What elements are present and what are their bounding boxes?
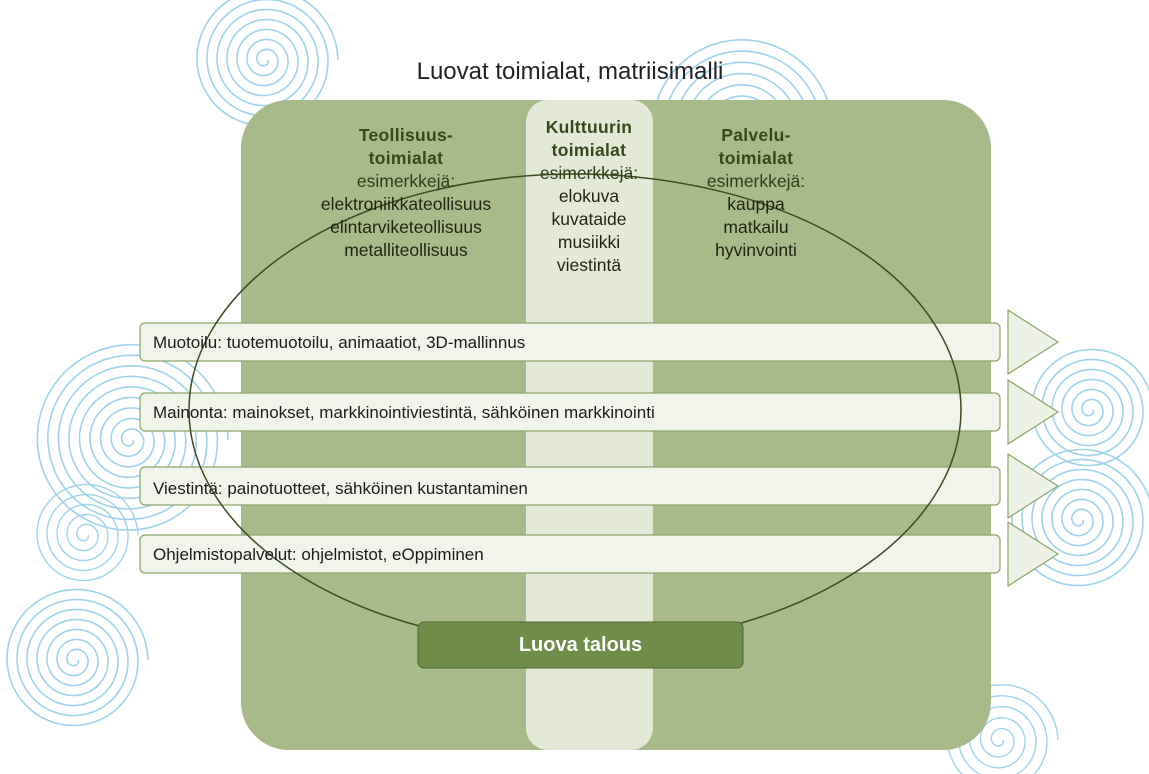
example-item: kauppa <box>727 194 785 214</box>
arrowhead <box>1007 378 1060 446</box>
column-subheading: esimerkkejä: <box>356 171 456 191</box>
column-heading: Kulttuurin <box>545 117 633 137</box>
bar-arrows <box>139 308 1060 588</box>
column-heading: toimialat <box>718 148 794 168</box>
arrowhead <box>1007 308 1060 376</box>
column-industry: Teollisuus- toimialat esimerkkejä: elekt… <box>276 124 536 262</box>
spiral-decoration <box>1011 448 1149 587</box>
column-heading: Teollisuus- <box>358 125 454 145</box>
arrowhead <box>1007 452 1060 520</box>
column-heading: toimialat <box>551 140 627 160</box>
creative-economy-label: Luova talous <box>518 634 643 656</box>
category-bar <box>139 466 1001 506</box>
example-item: metalliteollisuus <box>344 240 468 260</box>
diagram-title: Luovat toimialat, matriisimalli <box>416 58 724 85</box>
column-services: Palvelu- toimialat esimerkkejä: kauppa m… <box>676 124 836 262</box>
creative-economy-box <box>417 621 744 669</box>
spiral-decoration <box>36 483 139 582</box>
spiral-decoration <box>36 343 229 531</box>
example-item: elektroniikkateollisuus <box>320 194 492 214</box>
column-culture: Kulttuurin toimialat esimerkkejä: elokuv… <box>519 116 659 277</box>
spiral-decoration <box>6 588 149 727</box>
bar-label-communication: Viestintä: painotuotteet, sähköinen kust… <box>153 479 528 498</box>
category-bar <box>139 322 1001 362</box>
example-item: kuvataide <box>551 209 627 229</box>
arrowhead <box>1007 520 1060 588</box>
column-subheading: esimerkkejä: <box>706 171 806 191</box>
example-item: matkailu <box>723 217 789 237</box>
column-heading: Palvelu- <box>721 125 791 145</box>
spiral-decoration <box>196 0 339 127</box>
example-item: viestintä <box>556 255 622 275</box>
example-item: musiikki <box>557 232 621 252</box>
spiral-decoration <box>1031 348 1149 467</box>
bar-label-advertising: Mainonta: mainokset, markkinointiviestin… <box>153 403 655 422</box>
category-bar <box>139 534 1001 574</box>
example-item: elintarviketeollisuus <box>330 217 482 237</box>
bar-label-software: Ohjelmistopalvelut: ohjelmistot, eOppimi… <box>153 545 484 564</box>
bar-label-design: Muotoilu: tuotemuotoilu, animaatiot, 3D-… <box>153 333 526 352</box>
column-subheading: esimerkkejä: <box>539 163 639 183</box>
column-heading: toimialat <box>368 148 444 168</box>
example-item: elokuva <box>558 186 620 206</box>
example-item: hyvinvointi <box>715 240 797 260</box>
category-bar <box>139 392 1001 432</box>
